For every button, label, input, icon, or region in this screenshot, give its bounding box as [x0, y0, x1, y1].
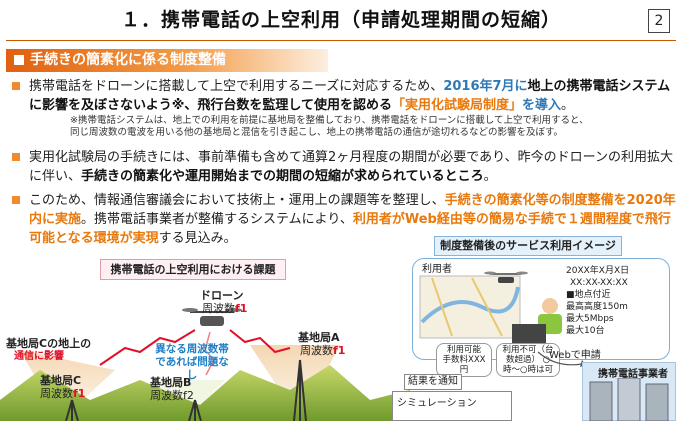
service-heading: 制度整備後のサービス利用イメージ — [434, 236, 622, 256]
interference-note: 異なる周波数帯であれば問題なし — [155, 343, 229, 381]
flight-units: 最大10台 — [566, 326, 605, 336]
drone-icon — [484, 271, 528, 283]
bullet-marker-icon — [12, 82, 20, 90]
signal-beam — [250, 345, 340, 421]
page-number: 2 — [648, 9, 670, 33]
highlight-text: 利用者がWeb経由等の簡易な手続で１週間程度で飛行可能となる環境が実現 — [29, 212, 671, 246]
result-available-bubble: 利用可能 手数料XXX円 — [436, 343, 492, 377]
drone-icon — [182, 308, 242, 326]
highlight-text: 飛行台数を監理して使用を認める — [197, 98, 393, 113]
bullet-item-3: このため、情報通信審議会において技術上・運用上の課題等を整理し、手続きの簡素化等… — [12, 191, 676, 248]
arrow-icon — [537, 351, 586, 367]
station-c-frequency: 周波数f1 — [40, 387, 86, 400]
bullet-item-2: 実用化試験局の手続きには、事前準備も含めて通算2ヶ月程度の期間が必要であり、昨今… — [12, 148, 676, 186]
flight-altitude: 最高高度150m — [566, 302, 628, 312]
station-b-label: 基地局B — [150, 376, 192, 389]
bullet-marker-icon — [12, 153, 20, 161]
terrain — [0, 365, 410, 421]
flight-location: ■地点付近 — [566, 290, 611, 300]
result-unavailable-bubble: 利用不可（台数超過） ○時〜○時は可 — [496, 343, 560, 377]
tower-icon — [65, 399, 79, 421]
map-graphic — [419, 275, 521, 339]
issues-heading: 携帯電話の上空利用における課題 — [100, 259, 286, 280]
drone-frequency: 周波数f1 — [202, 302, 248, 315]
flight-time: XX:XX-XX:XX — [570, 278, 628, 288]
signal-beam — [20, 350, 115, 421]
bullet-text: 。 — [561, 98, 575, 113]
web-apply-label: Webで申請 — [549, 350, 601, 361]
bullet-text: 携帯電話をドローンに搭載して上空で利用するニーズに対応するため、 — [29, 79, 444, 94]
highlight-date: 2016年7月に — [443, 79, 528, 94]
station-a-frequency: 周波数f1 — [300, 344, 346, 357]
station-b-frequency: 周波数f2 — [150, 389, 194, 402]
bullet-item-1: 携帯電話をドローンに搭載して上空で利用するニーズに対応するため、2016年7月に… — [12, 77, 676, 115]
note-mark: ※、 — [171, 98, 198, 113]
carrier-label: 携帯電話事業者 — [598, 369, 668, 380]
notify-result-label: 結果を通知 — [404, 374, 462, 390]
simulation-box: シミュレーション — [392, 391, 512, 421]
flight-bandwidth: 最大5Mbps — [566, 314, 614, 324]
interference-signal — [99, 329, 196, 366]
highlight-text: 手続きの簡素化や運用開始までの期間の短縮が求められているところ — [81, 169, 484, 184]
bullet-text: 。 — [483, 169, 497, 184]
interference-signal — [229, 329, 291, 354]
tower-icon — [293, 359, 307, 421]
section-header: 手続きの簡素化に係る制度整備 — [6, 49, 328, 72]
highlight-system-name: 「実用化試験局制度」 — [392, 98, 523, 113]
simulation-label: シミュレーション — [397, 398, 477, 409]
interference-signal — [204, 331, 215, 376]
bullet-text: 。携帯電話事業者が整備するシステムにより、 — [81, 212, 353, 227]
bullet-text: 実用化試験局の手続きには、事前準備も含めて通算2ヶ月程度の期間が必要であり、昨今… — [29, 150, 673, 184]
footnote-line-2: 同じ周波数の電波を用いる他の基地局と混信を引き起こし、地上の携帯電話の通信が途切… — [70, 127, 564, 138]
server-icon — [589, 378, 669, 421]
page-title: １．携帯電話の上空利用（申請処理期間の短縮） — [120, 9, 561, 31]
station-c-impact-label-2: 通信に影響 — [14, 351, 64, 362]
tower-icon — [188, 399, 202, 421]
bullet-text: する見込み。 — [158, 231, 237, 246]
title-divider — [6, 40, 676, 41]
flight-date: 20XX年X月X日 — [566, 266, 630, 276]
highlight-text: を導入 — [522, 98, 562, 113]
highlight-text: 地上の携帯電話システムに影響を及ぼさないよう — [29, 79, 671, 113]
bullet-marker-icon — [12, 196, 20, 204]
interference-illustration — [0, 308, 410, 421]
drone-label: ドローン — [200, 289, 244, 302]
footnote-line-1: ※携帯電話システムは、地上での利用を前提に基地局を整備しており、携帯電話をドロー… — [70, 115, 589, 126]
section-title: 手続きの簡素化に係る制度整備 — [30, 52, 226, 68]
station-a-label: 基地局A — [298, 331, 340, 344]
station-c-label: 基地局C — [40, 374, 82, 387]
station-c-impact-label: 基地局Cの地上の — [6, 337, 92, 350]
bullet-text: このため、情報通信審議会において技術上・運用上の課題等を整理し、 — [29, 193, 445, 208]
highlight-text: 手続きの簡素化等の制度整備を2020年内に実施 — [29, 193, 676, 227]
user-label: 利用者 — [422, 264, 452, 275]
square-bullet-icon — [14, 55, 24, 65]
service-illustration — [419, 271, 562, 348]
